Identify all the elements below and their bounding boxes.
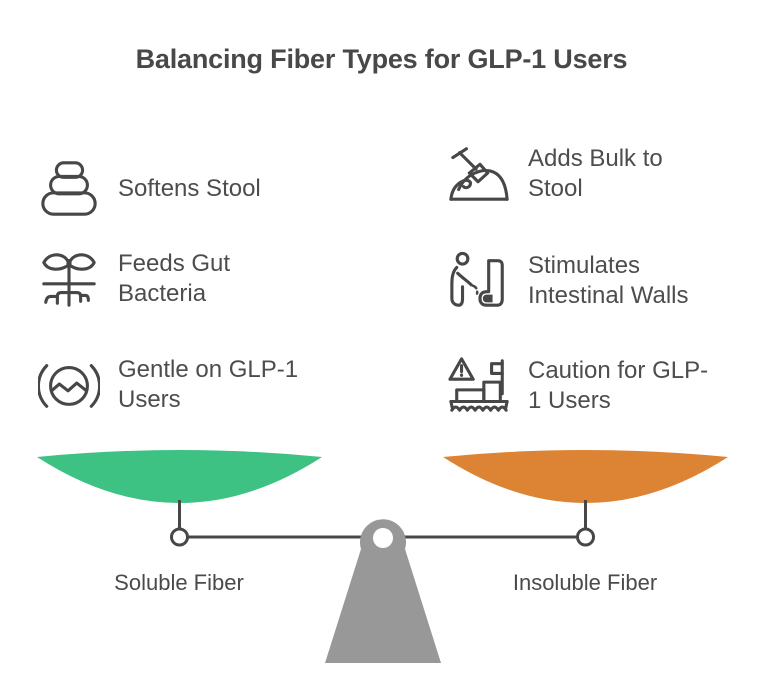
feature-item-adds-bulk: Adds Bulk to Stool [448, 143, 663, 205]
feature-label: Feeds Gut Bacteria [118, 250, 231, 307]
feature-label: Gentle on GLP-1 Users [118, 356, 299, 413]
person-standing-icon [450, 251, 504, 307]
feature-label: Stimulates Intestinal Walls [528, 252, 689, 309]
page-title: Balancing Fiber Types for GLP-1 Users [135, 44, 628, 74]
right-pan-label: Insoluble Fiber [512, 570, 658, 595]
right-pan [443, 450, 728, 503]
left-pan-label: Soluble Fiber [114, 570, 244, 595]
sprout-roots-icon [42, 253, 96, 307]
feature-item-gentle-on-glp1: Gentle on GLP-1 Users [38, 354, 298, 416]
stacked-stones-icon [41, 161, 97, 216]
feature-item-softens-stool: Softens Stool [38, 158, 261, 220]
feature-item-caution-glp1: Caution for GLP- 1 Users [448, 355, 708, 417]
balance-scale [37, 450, 728, 663]
gentle-waves-circle-icon [38, 364, 100, 408]
ship-warning-icon [448, 357, 509, 412]
left-joint-ring [170, 527, 189, 547]
feature-item-feeds-gut-bacteria: Feeds Gut Bacteria [38, 248, 230, 310]
fulcrum-hole [373, 528, 393, 548]
feature-label: Caution for GLP- 1 Users [528, 357, 709, 414]
feature-label: Adds Bulk to Stool [528, 145, 663, 202]
feature-item-stimulates-walls: Stimulates Intestinal Walls [448, 250, 689, 312]
right-joint-ring [576, 527, 595, 547]
feature-label: Softens Stool [118, 175, 261, 202]
shovel-mound-icon [449, 147, 509, 201]
fulcrum [325, 519, 441, 663]
left-pan [37, 450, 322, 503]
